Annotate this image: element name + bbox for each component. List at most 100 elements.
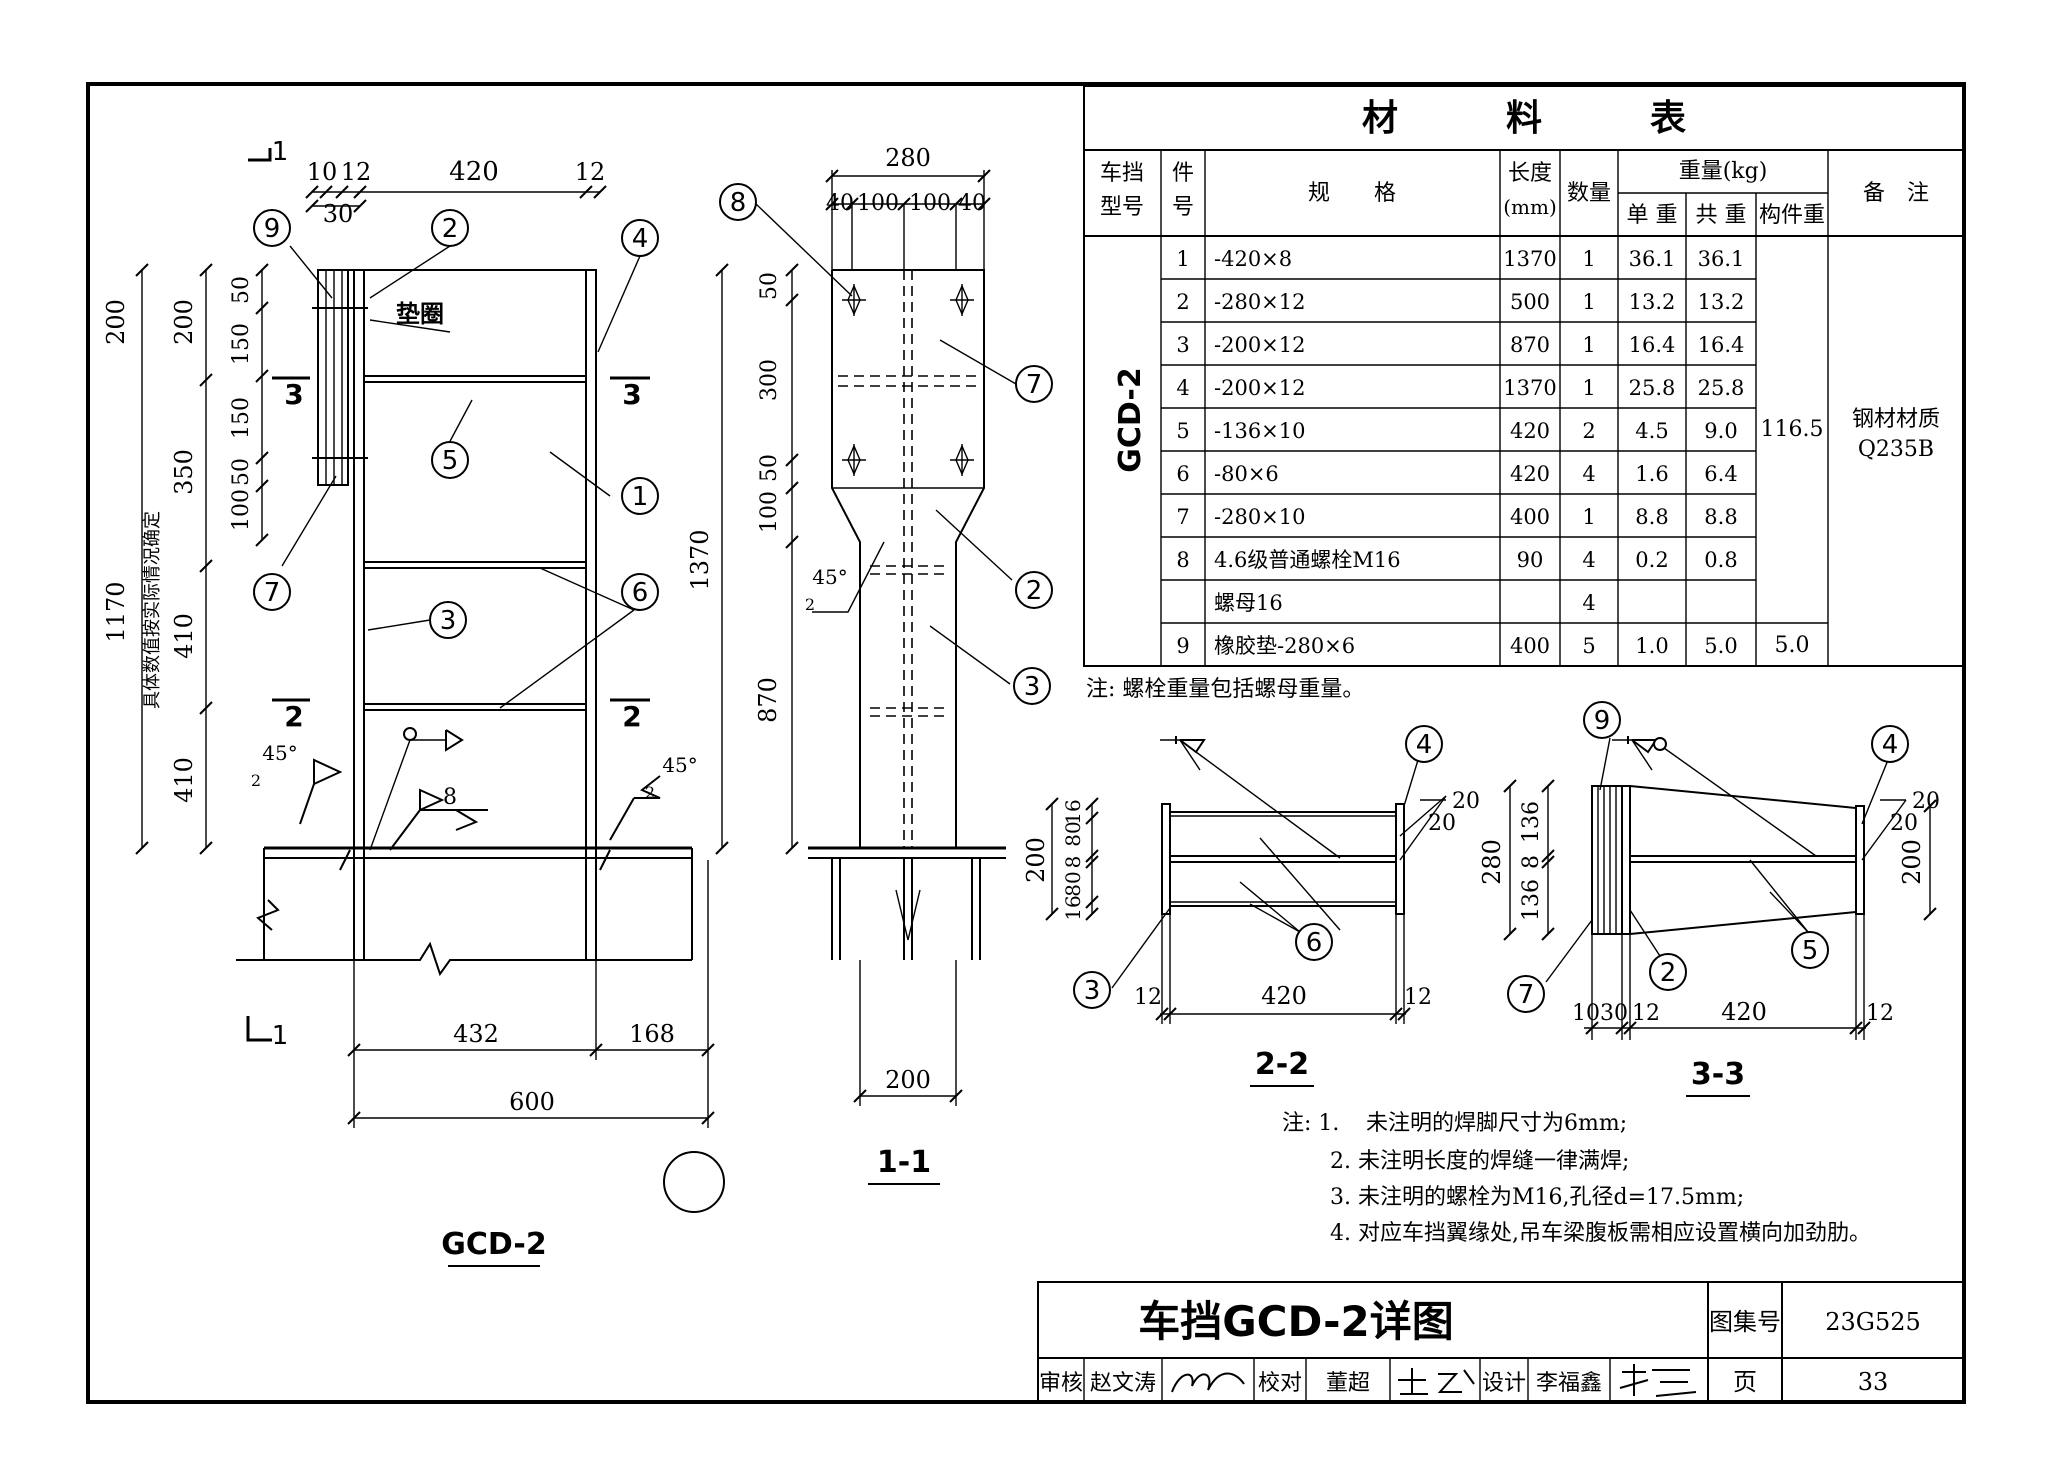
- dim-100b: 100: [909, 191, 951, 216]
- weld-size: 2: [805, 595, 815, 614]
- header-part-2: 号: [1172, 195, 1194, 220]
- dim-bottom-432: 432: [453, 1020, 499, 1048]
- svg-text:1: 1: [632, 482, 649, 512]
- gasket-label: 垫圈: [396, 299, 444, 328]
- callout-7: 7: [253, 573, 291, 611]
- row-unit-weight: 8.8: [1635, 505, 1668, 529]
- row-spec: -200×12: [1214, 333, 1306, 357]
- dim-outer-1170: 1170: [102, 581, 130, 642]
- table-title: 材 料 表: [1362, 98, 1686, 139]
- callout-9: 9: [1583, 701, 1621, 739]
- dim-inner-410a: 410: [170, 613, 198, 659]
- dim-top-30: 30: [323, 200, 354, 228]
- notes-heading: 注: 1.: [1282, 1111, 1339, 1136]
- dim-bottom-600: 600: [509, 1088, 555, 1116]
- dim-10: 10: [1572, 1001, 1600, 1026]
- callout-3: 3: [1013, 667, 1051, 705]
- dim-50-mid: 50: [757, 454, 782, 482]
- angle-45: 45°: [812, 565, 847, 589]
- row-spec: -420×8: [1214, 247, 1292, 271]
- row-total-weight: 16.4: [1698, 333, 1745, 357]
- row-spec: 4.6级普通螺栓M16: [1214, 548, 1401, 572]
- header-spec: 规 格: [1308, 181, 1396, 206]
- row-spec: -200×12: [1214, 376, 1306, 400]
- note-2: 2. 未注明长度的焊缝一律满焊;: [1330, 1149, 1629, 1174]
- svg-text:7: 7: [1026, 370, 1043, 400]
- header-length-2: (mm): [1503, 195, 1557, 219]
- cut-mark-2-right: 2: [622, 700, 641, 733]
- svg-text:2: 2: [1660, 958, 1677, 988]
- row-spec: -280×10: [1214, 505, 1306, 529]
- dim-1370: 1370: [686, 529, 714, 590]
- callout-1: 1: [621, 477, 659, 515]
- header-length-1: 长度: [1508, 161, 1552, 186]
- dim-outer-200: 200: [102, 299, 130, 345]
- dim-136-bottom: 136: [1519, 879, 1544, 921]
- callout-2: 2: [431, 209, 469, 247]
- row-part-no: 9: [1176, 634, 1189, 658]
- header-member: 构件重: [1759, 203, 1825, 228]
- svg-text:5: 5: [1802, 936, 1819, 966]
- callout-4: 4: [1871, 725, 1909, 763]
- header-qty: 数量: [1567, 181, 1611, 206]
- page-label: 页: [1733, 1368, 1757, 1396]
- dim-top-10: 10: [307, 158, 338, 186]
- dim-420: 420: [1261, 982, 1307, 1010]
- dim-small-150a: 150: [229, 323, 254, 365]
- angle-right: 45°: [662, 753, 697, 777]
- section-mark-top: 1: [272, 137, 289, 167]
- dim-200-right: 200: [1898, 839, 1926, 885]
- designer-name: 李福鑫: [1536, 1371, 1602, 1396]
- weld-20-b: 20: [1428, 811, 1456, 836]
- material-table: 材 料 表 车挡 型号 件 号 规 格 长度 (mm) 数量 重量(kg) 单 …: [1083, 85, 1965, 702]
- dim-top-420: 420: [449, 157, 499, 187]
- callout-5: 5: [431, 441, 469, 479]
- svg-text:6: 6: [1306, 928, 1323, 958]
- detail-circle: [663, 1151, 725, 1213]
- svg-text:4: 4: [1416, 730, 1433, 760]
- checker-signature: [1398, 1368, 1475, 1395]
- checker-name: 董超: [1326, 1371, 1370, 1396]
- row-unit-weight: 36.1: [1629, 247, 1676, 271]
- row-total-weight: 6.4: [1704, 462, 1737, 486]
- header-weight: 重量(kg): [1679, 159, 1768, 184]
- note-3: 3. 未注明的螺栓为M16,孔径d=17.5mm;: [1330, 1185, 1744, 1210]
- row-qty: 4: [1582, 591, 1595, 615]
- row-length: 1370: [1503, 247, 1556, 271]
- note-1: 未注明的焊脚尺寸为6mm;: [1366, 1111, 1627, 1136]
- dim-12-right: 12: [1404, 985, 1432, 1010]
- dim-12-left: 12: [1632, 1001, 1660, 1026]
- dim-40a: 40: [826, 191, 854, 216]
- row-qty: 1: [1582, 505, 1595, 529]
- design-label: 设计: [1482, 1371, 1526, 1396]
- dim-small-100: 100: [229, 489, 254, 531]
- svg-text:8: 8: [730, 188, 747, 218]
- row-part-no: 4: [1176, 376, 1189, 400]
- elevation-label: GCD-2: [441, 1227, 546, 1262]
- row-total-weight: 0.8: [1704, 548, 1737, 572]
- cut-mark-3-right: 3: [622, 378, 641, 411]
- dim-420: 420: [1721, 998, 1767, 1026]
- callout-6: 6: [621, 573, 659, 611]
- row-qty: 4: [1582, 548, 1595, 572]
- dim-100-mid: 100: [757, 491, 782, 533]
- row-length: 870: [1510, 333, 1550, 357]
- weld-20-b: 20: [1890, 811, 1918, 836]
- svg-text:9: 9: [1594, 706, 1611, 736]
- row-spec: 螺母16: [1214, 591, 1283, 615]
- atlas-label: 图集号: [1709, 1308, 1781, 1336]
- header-unit: 单 重: [1627, 203, 1678, 228]
- dim-top-12: 12: [341, 158, 372, 186]
- table-note: 注: 螺栓重量包括螺母重量。: [1086, 677, 1364, 702]
- row-total-weight: 5.0: [1704, 634, 1737, 658]
- svg-text:4: 4: [632, 224, 649, 254]
- row-part-no: 5: [1176, 419, 1189, 443]
